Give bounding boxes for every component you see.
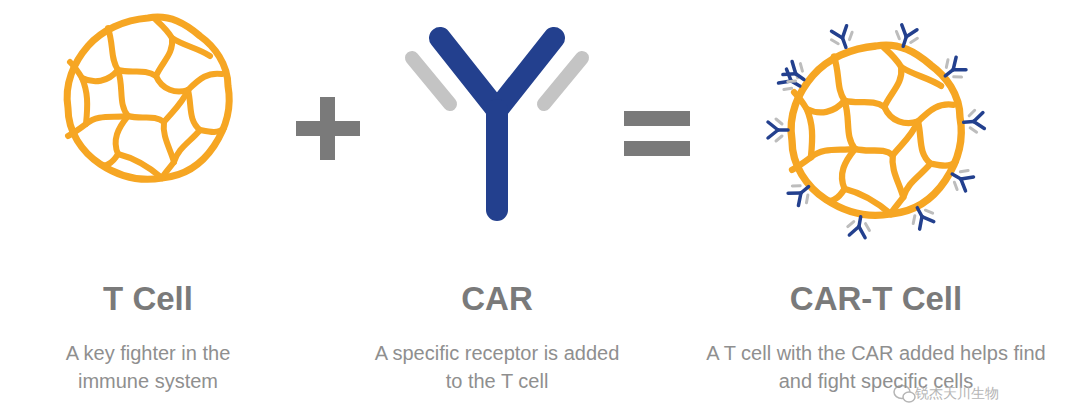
mini-receptor xyxy=(786,178,815,208)
mini-receptor xyxy=(781,59,810,88)
plus-sign xyxy=(296,97,360,160)
mini-receptor xyxy=(768,119,788,141)
car-t-cell xyxy=(791,45,961,215)
mini-receptor xyxy=(963,110,985,134)
mini-receptor xyxy=(908,203,937,231)
mini-receptor xyxy=(846,215,871,239)
t-cell xyxy=(67,17,229,179)
car-receptor xyxy=(412,38,582,210)
cell-description: A specific receptor is added to the T ce… xyxy=(372,339,622,395)
cell-title: CAR xyxy=(377,279,617,319)
cell-title: CAR-T Cell xyxy=(726,279,1026,319)
mini-receptor xyxy=(947,164,975,193)
mini-receptor xyxy=(939,55,968,85)
mini-receptor xyxy=(893,24,920,50)
watermark: 锐杰天川生物 xyxy=(915,385,1065,401)
surface-receptors xyxy=(768,24,985,238)
equals-sign xyxy=(624,111,690,156)
cell-title: T Cell xyxy=(28,279,268,319)
cell-description: A key fighter in the immune system xyxy=(28,339,268,395)
mini-receptor xyxy=(829,25,857,51)
